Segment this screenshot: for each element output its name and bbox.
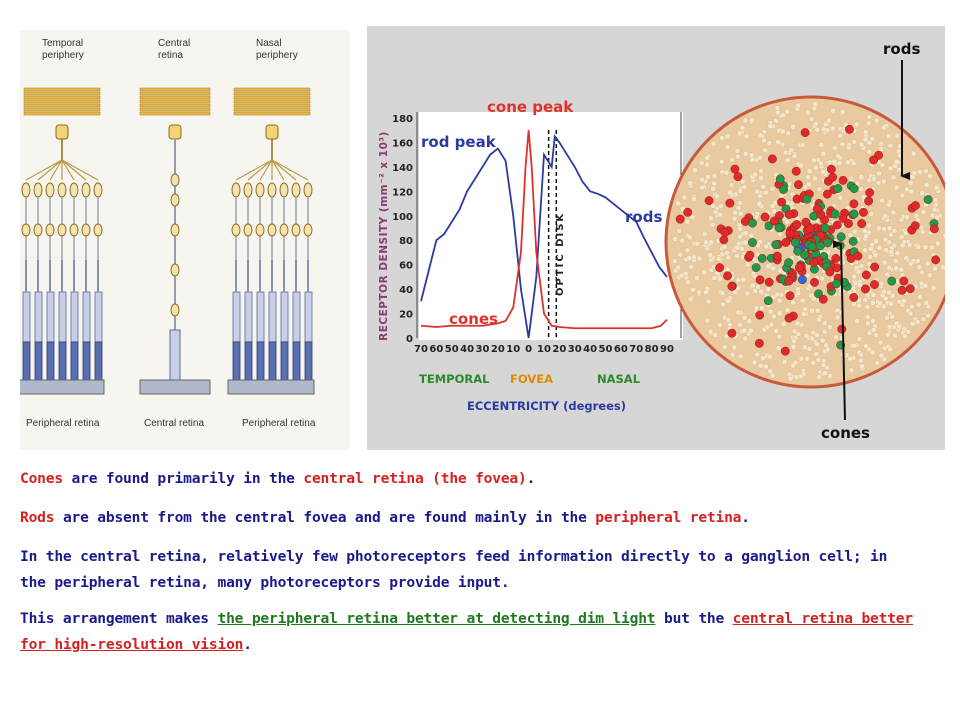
p1-text: are found primarily in the xyxy=(62,470,304,487)
foot-label-peripheral-left: Peripheral retina xyxy=(26,418,100,429)
y-tick-label: 60 xyxy=(399,261,413,272)
y-tick-label: 20 xyxy=(399,310,413,321)
x-tick-label: 50 xyxy=(445,344,459,355)
y-tick-label: 120 xyxy=(392,187,413,198)
rod-peak-annotation: rod peak xyxy=(421,133,497,151)
dim-light-phrase: the peripheral retina better at detectin… xyxy=(217,610,656,627)
foot-label-central: Central retina xyxy=(144,418,205,429)
y-axis-label: RECEPTOR DENSITY (mm⁻² x 10³) xyxy=(378,131,390,341)
p4-text-c: but the xyxy=(655,610,733,627)
x-tick-label: 90 xyxy=(660,344,674,355)
x-axis-label: ECCENTRICITY (degrees) xyxy=(467,399,626,413)
x-tick-label: 70 xyxy=(629,344,643,355)
p4-end: . xyxy=(243,636,252,653)
nasal-circuit xyxy=(227,87,315,395)
x-tick-label: 20 xyxy=(491,344,505,355)
retina-circuit-drawing xyxy=(20,87,315,395)
mosaic-cones-label: cones xyxy=(821,424,870,442)
y-tick-label: 140 xyxy=(392,163,413,174)
p2-end: . xyxy=(741,509,750,526)
x-tick-label: 40 xyxy=(460,344,474,355)
series-line-cones xyxy=(420,130,668,330)
x-tick-label: 60 xyxy=(429,344,443,355)
col-label-temporal: Temporal periphery xyxy=(42,38,84,61)
x-tick-label: 40 xyxy=(583,344,597,355)
central-retina-term: central retina (the fovea) xyxy=(303,470,527,487)
y-tick-label: 100 xyxy=(392,212,413,223)
paragraph-cones: Cones are found primarily in the central… xyxy=(20,466,940,492)
mosaic-rods-label: rods xyxy=(883,40,920,58)
x-tick-label: 0 xyxy=(525,344,532,355)
peripheral-retina-term: peripheral retina xyxy=(595,509,742,526)
p4-text-a: This arrangement makes xyxy=(20,610,218,627)
rods-term: Rods xyxy=(20,509,55,526)
x-tick-label: 20 xyxy=(552,344,566,355)
cone-peak-annotation: cone peak xyxy=(487,98,574,116)
central-circuit xyxy=(139,87,211,395)
x-tick-label: 60 xyxy=(614,344,628,355)
region-nasal-label: NASAL xyxy=(597,372,641,386)
paragraph-rods: Rods are absent from the central fovea a… xyxy=(20,505,940,531)
y-tick-label: 40 xyxy=(399,285,413,296)
y-tick-label: 80 xyxy=(399,236,413,247)
rods-annotation: rods xyxy=(625,208,662,226)
x-tick-label: 30 xyxy=(476,344,490,355)
x-tick-label: 80 xyxy=(645,344,659,355)
paragraph-convergence: In the central retina, relatively few ph… xyxy=(20,548,888,591)
y-tick-label: 0 xyxy=(406,334,413,345)
x-tick-label: 70 xyxy=(414,344,428,355)
p1-end: . xyxy=(526,470,536,487)
paragraph-arrangement: This arrangement makes the peripheral re… xyxy=(20,606,920,658)
photoreceptor-mosaic xyxy=(664,95,958,389)
y-tick-label: 160 xyxy=(392,138,413,149)
high-resolution-phrase: central retina better for high-resolutio… xyxy=(20,610,913,653)
optic-disk-label: OPTIC DISK xyxy=(555,212,566,296)
cones-annotation: cones xyxy=(449,310,498,328)
y-tick-label: 180 xyxy=(392,114,413,125)
retina-circuit-diagram: Temporal periphery Central retina Nasal … xyxy=(20,30,350,450)
series-line-rods xyxy=(420,133,668,339)
region-temporal-label: TEMPORAL xyxy=(419,372,490,386)
x-tick-label: 50 xyxy=(599,344,613,355)
x-tick-label: 30 xyxy=(568,344,582,355)
temporal-circuit xyxy=(20,87,105,395)
foot-label-peripheral-right: Peripheral retina xyxy=(242,418,316,429)
region-fovea-label: FOVEA xyxy=(510,372,553,386)
cones-pointer-arrow xyxy=(832,240,846,421)
p2-text: are absent from the central fovea and ar… xyxy=(54,509,596,526)
x-tick-label: 10 xyxy=(506,344,520,355)
x-tick-label: 10 xyxy=(537,344,551,355)
col-label-central: Central retina xyxy=(158,38,191,61)
cone-dots xyxy=(675,124,941,356)
cones-term: Cones xyxy=(20,470,63,487)
col-label-nasal: Nasal periphery xyxy=(256,38,298,61)
